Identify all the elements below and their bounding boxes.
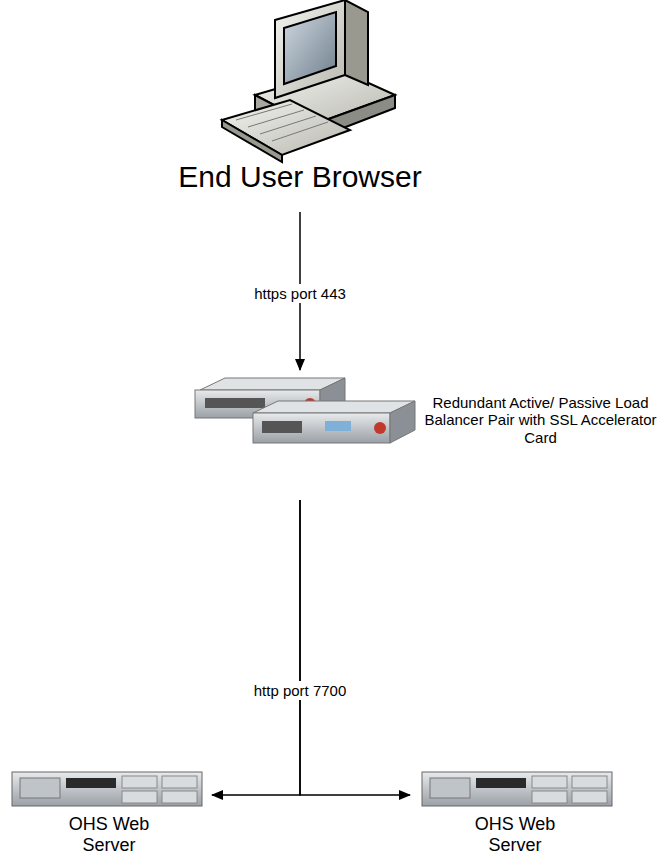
connector xyxy=(212,500,300,795)
node-label: End User Browser xyxy=(155,160,445,195)
node-label: OHS Web Server xyxy=(450,814,580,855)
edge-label: https port 443 xyxy=(251,284,349,303)
server-icon xyxy=(422,772,612,806)
web-server-node: OHS Web Server xyxy=(412,760,618,863)
edge-label: http port 7700 xyxy=(251,681,350,700)
web-server-node: OHS Web Server xyxy=(8,760,210,863)
server-icon xyxy=(12,772,202,806)
node-label: OHS Web Server xyxy=(44,814,174,855)
client-node: End User Browser xyxy=(195,0,405,212)
load-balancer-node: Redundant Active/ Passive Load Balancer … xyxy=(190,372,665,500)
computer-icon xyxy=(222,0,395,162)
connector xyxy=(300,500,410,795)
node-label: Redundant Active/ Passive Load Balancer … xyxy=(418,394,663,446)
load-balancer-icon xyxy=(195,378,415,443)
